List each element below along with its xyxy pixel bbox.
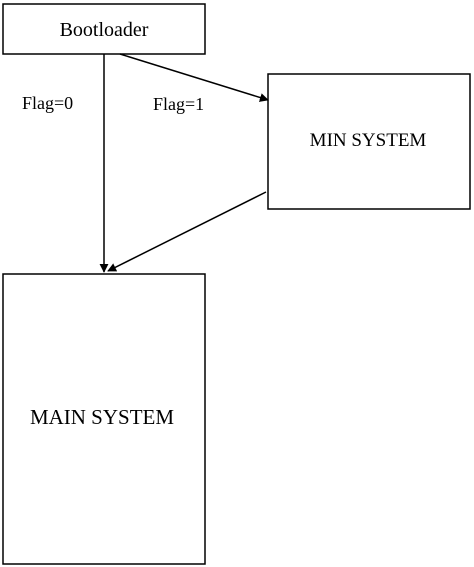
edge-bootloader-to-min bbox=[119, 53, 269, 102]
bootloader-node: Bootloader bbox=[2, 3, 206, 55]
bootloader-box bbox=[2, 3, 206, 55]
main-system-node: MAIN SYSTEM bbox=[2, 273, 206, 565]
edge-min-to-main bbox=[107, 191, 267, 272]
min-system-node: MIN SYSTEM bbox=[267, 73, 471, 210]
main-system-box bbox=[2, 273, 206, 565]
bootloader-label: Bootloader bbox=[60, 19, 149, 41]
main-system-label: MAIN SYSTEM bbox=[30, 405, 174, 429]
edge-label-flag-0: Flag=0 bbox=[22, 93, 73, 113]
min-system-box bbox=[267, 73, 471, 210]
edge-label-flag-1: Flag=1 bbox=[153, 94, 204, 114]
min-system-label: MIN SYSTEM bbox=[310, 130, 427, 151]
